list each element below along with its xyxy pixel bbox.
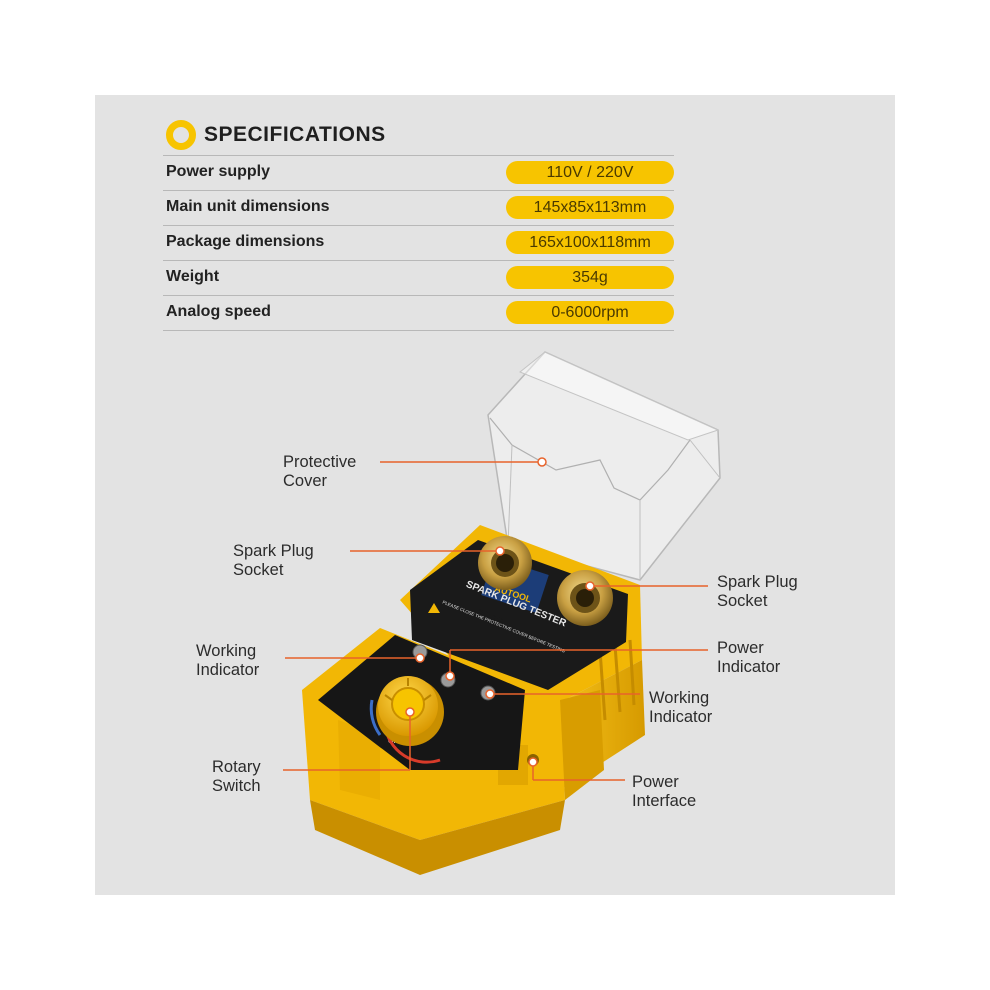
dot-working-indicator-left [415, 653, 425, 663]
callout-line: Switch [212, 777, 261, 795]
callout-line: Interface [632, 792, 697, 810]
callout-line: Indicator [649, 708, 713, 726]
callout-line: Indicator [717, 658, 781, 676]
dot-power-indicator [445, 671, 455, 681]
spec-row-main-unit-dimensions: Main unit dimensions 145x85x113mm [163, 190, 674, 225]
spec-label: Analog speed [166, 303, 271, 320]
spec-row-package-dimensions: Package dimensions 165x100x118mm [163, 225, 674, 260]
spec-value: 0-6000rpm [506, 301, 674, 324]
dot-spark-plug-socket-right [585, 581, 595, 591]
callout-line: Rotary [212, 758, 261, 776]
warning-icon [428, 603, 440, 613]
callout-line: Spark Plug [233, 542, 314, 560]
callout-working-indicator-right: Working Indicator [649, 689, 712, 727]
top-panel: AUTOOL SPARK PLUG TESTER SPT 101 PLEASE … [410, 536, 628, 690]
spark-plug-socket-left [478, 536, 532, 590]
specifications-table: Power supply 110V / 220V Main unit dimen… [163, 155, 674, 331]
dot-working-indicator-right [485, 689, 495, 699]
callout-line: Working [649, 689, 710, 707]
spec-label: Weight [166, 268, 220, 285]
spec-label: Power supply [166, 163, 271, 180]
callout-power-indicator: Power Indicator [717, 639, 780, 677]
off-scale [369, 699, 382, 736]
spec-row-power-supply: Power supply 110V / 220V [163, 155, 674, 190]
callout-power-interface: Power Interface [632, 773, 696, 811]
callout-dots [405, 457, 595, 767]
specifications-header: SPECIFICATIONS [166, 120, 386, 150]
callout-spark-plug-socket-left: Spark Plug Socket [233, 542, 314, 580]
callout-line: Power [717, 639, 764, 657]
dot-protective-cover [537, 457, 547, 467]
spark-plug-socket-right [557, 570, 613, 626]
dot-power-interface [528, 757, 538, 767]
callout-rotary-switch: Rotary Switch [212, 758, 261, 796]
ring-icon [166, 120, 196, 150]
specifications-title: SPECIFICATIONS [204, 123, 386, 146]
callout-protective-cover: Protective Cover [283, 453, 356, 491]
callout-working-indicator-left: Working Indicator [196, 642, 259, 680]
callout-line: Socket [233, 561, 284, 579]
spec-label: Main unit dimensions [166, 198, 330, 215]
callout-line: Cover [283, 472, 328, 490]
callout-line: Protective [283, 453, 357, 471]
spec-value: 165x100x118mm [506, 231, 674, 254]
spec-value: 110V / 220V [506, 161, 674, 184]
callout-line: Power [632, 773, 679, 791]
control-panel: OFF [318, 635, 525, 770]
dot-spark-plug-socket-left [495, 546, 505, 556]
spec-label: Package dimensions [166, 233, 325, 250]
spec-value: 354g [506, 266, 674, 289]
spec-row-weight: Weight 354g [163, 260, 674, 295]
spec-value: 145x85x113mm [506, 196, 674, 219]
spec-row-analog-speed: Analog speed 0-6000rpm [163, 295, 674, 331]
callout-line: Socket [717, 592, 768, 610]
dot-rotary-switch [405, 707, 415, 717]
callout-line: Working [196, 642, 257, 660]
callout-line: Spark Plug [717, 573, 798, 591]
callout-line: Indicator [196, 661, 260, 679]
callout-lines [283, 461, 708, 781]
callout-spark-plug-socket-right: Spark Plug Socket [717, 573, 798, 611]
